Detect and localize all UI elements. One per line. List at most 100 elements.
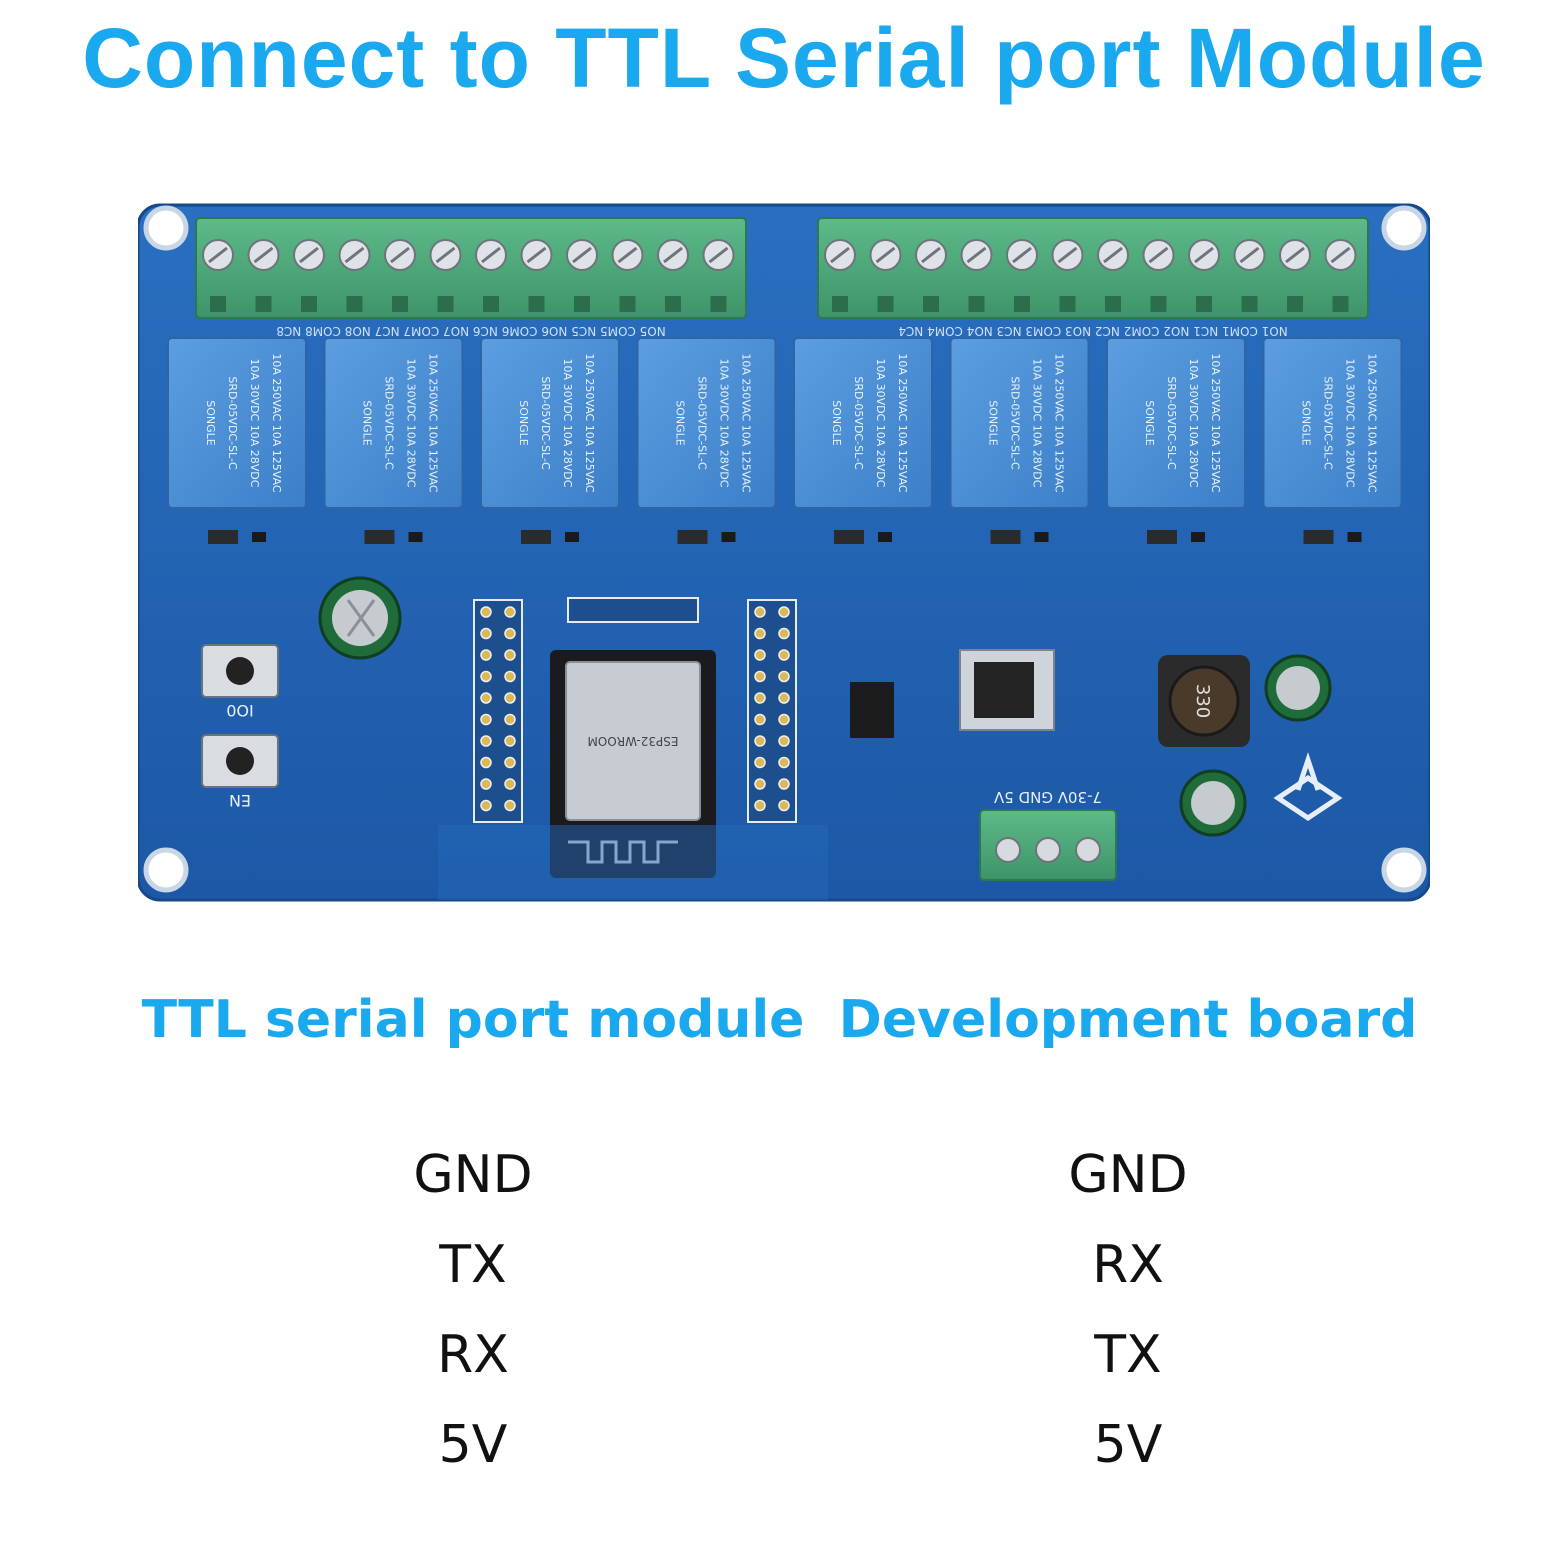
screw-slot (1194, 246, 1214, 264)
header-pin (504, 692, 516, 704)
relay-text: 10A 250VAC 10A 125VAC (740, 353, 753, 493)
header-pin (754, 799, 766, 812)
relay-text: 10A 30VDC 10A 28VDC (874, 359, 887, 488)
header-pin (754, 756, 766, 769)
capacitor-c3 (1264, 654, 1332, 722)
diode (208, 530, 238, 544)
relay-text: 10A 250VAC 10A 125VAC (896, 353, 909, 493)
screw-slot (1057, 246, 1078, 264)
header-pin (754, 670, 766, 683)
terminal-opening (574, 296, 590, 312)
screw-slot (481, 246, 501, 264)
relay-text: SRD-05VDC-SL-C (852, 376, 865, 470)
relays: 10A 250VAC 10A 125VAC 10A 30VDC 10A 28VDC… (167, 337, 1403, 544)
right-pin: 5V (1093, 1415, 1163, 1475)
screw-slot (572, 246, 592, 264)
transistor-small (850, 682, 894, 738)
relay-text: 10A 250VAC 10A 125VAC (1053, 353, 1066, 493)
terminal-opening (1287, 296, 1303, 312)
header-pin (480, 799, 492, 812)
header-pin (480, 735, 492, 747)
button-io0 (201, 644, 279, 698)
button-en (201, 734, 279, 788)
relay-text: 10A 30VDC 10A 28VDC (1344, 359, 1357, 488)
header-pin (504, 649, 516, 661)
relay-text: 10A 30VDC 10A 28VDC (1031, 359, 1044, 488)
pin-header-top (567, 597, 699, 623)
capacitor-c4 (1179, 769, 1247, 837)
relay-text: SONGLE (517, 400, 530, 446)
relay-text: SONGLE (361, 400, 374, 446)
transistor (408, 532, 423, 542)
relay-text: SONGLE (204, 400, 217, 446)
screw-slot (1103, 246, 1123, 264)
right-pin: GND (1068, 1145, 1188, 1205)
screw-slot (708, 246, 729, 264)
right-column-header: Development board (838, 990, 1418, 1050)
header-pin (480, 756, 492, 769)
screw-slot (663, 246, 683, 264)
relay: 10A 250VAC 10A 125VAC 10A 30VDC 10A 28VDC… (1106, 337, 1246, 544)
relay-text: 10A 250VAC 10A 125VAC (270, 353, 283, 493)
relay-body (1106, 337, 1246, 509)
pin-header-right (747, 599, 797, 823)
diode (834, 530, 864, 544)
terminal-opening (1241, 296, 1258, 312)
relay-body (636, 337, 777, 509)
relay-text: SRD-05VDC-SL-C (226, 376, 239, 470)
left-pin: TX (439, 1235, 507, 1295)
power-terminal (979, 809, 1117, 881)
screw-slot (1012, 246, 1032, 264)
relay-text: 10A 250VAC 10A 125VAC (1209, 353, 1222, 493)
relay-text: 10A 30VDC 10A 28VDC (405, 359, 418, 488)
screw-slot (617, 246, 638, 264)
diode (1303, 530, 1334, 544)
transistor (1034, 532, 1049, 542)
page-title: Connect to TTL Serial port Module (82, 11, 1486, 105)
left-pin: 5V (438, 1415, 508, 1475)
header-pin (754, 778, 766, 790)
diode (677, 530, 708, 544)
relay-body (480, 337, 620, 509)
terminal-opening (1332, 296, 1349, 312)
relay-text: SONGLE (674, 400, 687, 446)
relay-text: 10A 30VDC 10A 28VDC (1187, 359, 1200, 488)
capacitor-c16 (318, 576, 402, 660)
header-pin (778, 627, 790, 640)
header-pin (778, 670, 790, 683)
diode (990, 530, 1021, 544)
brand-logo-icon (1273, 752, 1343, 822)
header-pin (754, 627, 766, 640)
right-pin-list: GND RX TX 5V (978, 1140, 1278, 1500)
relay-text: SRD-05VDC-SL-C (539, 376, 552, 470)
terminal-opening (255, 296, 272, 312)
transistor (1191, 532, 1205, 542)
header-pin (778, 606, 790, 618)
screw-slot (1285, 246, 1305, 264)
inductor-label: 330 (1192, 684, 1213, 718)
relay-body (167, 337, 307, 509)
terminal-opening (665, 296, 681, 312)
relay: 10A 250VAC 10A 125VAC 10A 30VDC 10A 28VDC… (949, 337, 1090, 544)
header-pin (778, 735, 790, 747)
screw-slot (208, 246, 228, 264)
relay-body (793, 337, 933, 509)
terminal-opening (1059, 296, 1076, 312)
screw-slot (966, 246, 987, 264)
inductor (1158, 655, 1250, 747)
relay-text: SRD-05VDC-SL-C (696, 376, 709, 470)
left-pin: GND (413, 1145, 533, 1205)
screw-slot (921, 246, 941, 264)
screw-slot (830, 246, 850, 264)
screw-slot (253, 246, 274, 264)
transistor (565, 532, 579, 542)
relay: 10A 250VAC 10A 125VAC 10A 30VDC 10A 28VDC… (793, 337, 933, 544)
relay-body (1262, 337, 1403, 509)
header-pin (754, 692, 766, 704)
header-pin (480, 692, 492, 704)
header-pin (778, 756, 790, 769)
relay-text: SONGLE (1300, 400, 1313, 446)
header-pin (480, 627, 492, 640)
